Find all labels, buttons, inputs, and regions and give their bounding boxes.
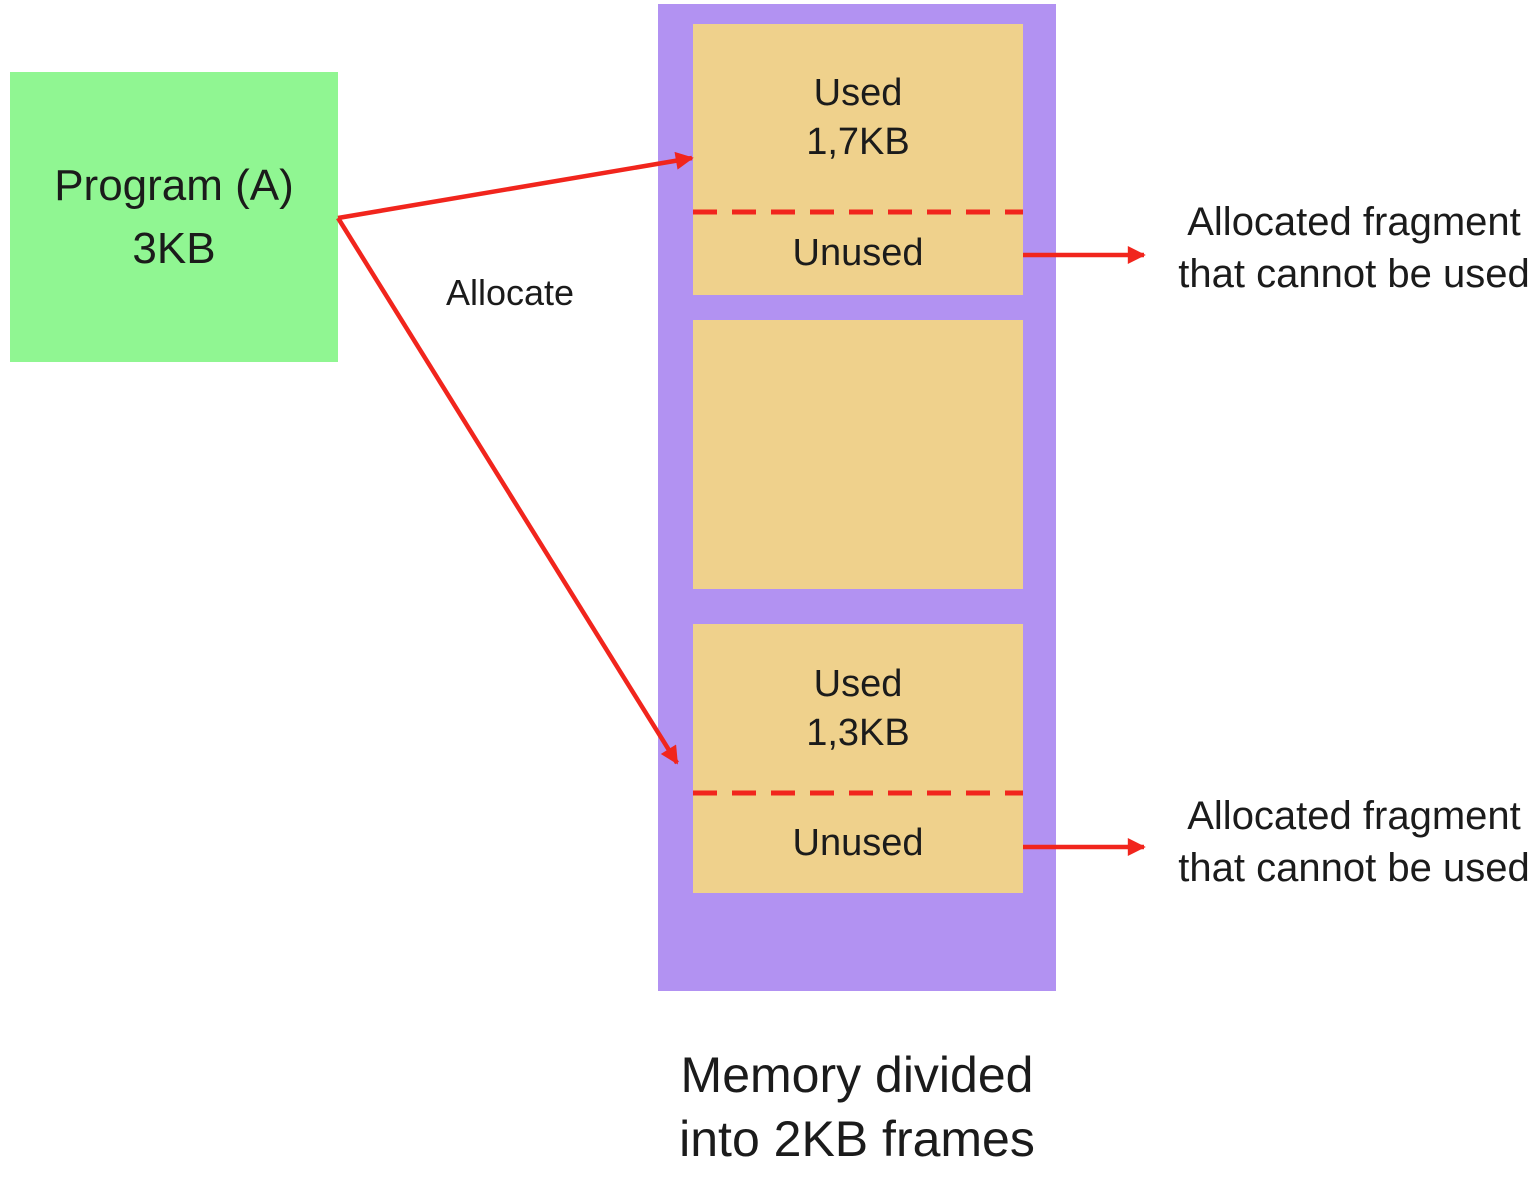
frame-1-used-label: Used (813, 72, 903, 114)
frame-3-unused-region: Unused (693, 793, 1023, 893)
memory-column: Used 1,7KB Unused Used 1,3KB Unused (658, 4, 1056, 991)
frame-1-unused-label: Unused (792, 232, 924, 274)
fragment-annotation-2-line1: Allocated fragment (1187, 794, 1521, 838)
memory-caption-line1: Memory divided (680, 1047, 1034, 1103)
memory-frame-3: Used 1,3KB Unused (693, 624, 1023, 893)
frame-1-used-region: Used 1,7KB (693, 24, 1023, 212)
fragment-annotation-1-line2: that cannot be used (1178, 252, 1530, 296)
fragment-annotation-1: Allocated fragment that cannot be used (1174, 196, 1534, 300)
allocate-label: Allocate (445, 272, 575, 313)
fragment-annotation-2-line2: that cannot be used (1178, 846, 1530, 890)
frame-1-unused-region: Unused (693, 212, 1023, 295)
memory-frame-1: Used 1,7KB Unused (693, 24, 1023, 295)
frame-1-used-size: 1,7KB (806, 121, 910, 163)
frame-3-used-label: Used (813, 662, 903, 705)
frame-3-used-region: Used 1,3KB (693, 624, 1023, 793)
memory-caption: Memory divided into 2KB frames (656, 1043, 1058, 1171)
program-size: 3KB (132, 224, 216, 273)
allocate-arrow-to-frame-1 (337, 151, 694, 221)
fragment-annotation-2: Allocated fragment that cannot be used (1174, 790, 1534, 894)
program-name: Program (A) (54, 161, 294, 210)
frame-3-unused-label: Unused (792, 821, 924, 864)
memory-caption-line2: into 2KB frames (679, 1111, 1035, 1167)
frame-3-used-size: 1,3KB (806, 711, 910, 754)
fragment-annotation-1-line1: Allocated fragment (1187, 200, 1521, 244)
memory-frame-2 (693, 320, 1023, 589)
program-box: Program (A) 3KB (10, 72, 338, 362)
